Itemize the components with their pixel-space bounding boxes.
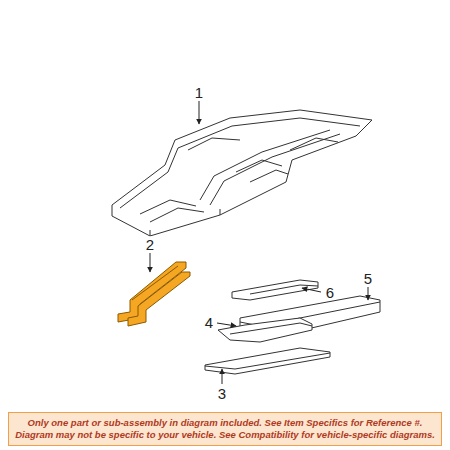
callout-number: 1 xyxy=(193,85,205,100)
callout-number: 5 xyxy=(362,271,374,286)
floor-rail-highlighted xyxy=(118,262,190,326)
callout-number: 6 xyxy=(324,285,336,300)
callout-number: 4 xyxy=(203,315,215,330)
callout-number: 3 xyxy=(216,386,228,401)
leader-lines xyxy=(150,101,368,384)
floor-pan xyxy=(112,110,372,236)
floor-parts xyxy=(205,280,380,374)
callout-number: 2 xyxy=(144,237,156,252)
notice-text: Only one part or sub-assembly in diagram… xyxy=(15,417,435,441)
notice-banner: Only one part or sub-assembly in diagram… xyxy=(8,412,442,446)
